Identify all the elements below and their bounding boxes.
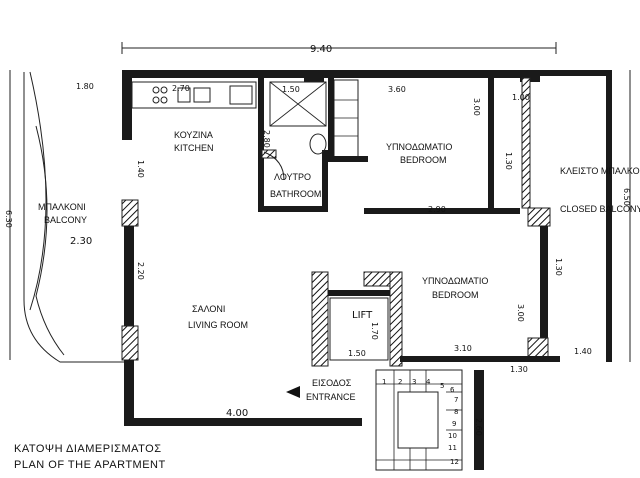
dim-left-height: 6.30 [4,210,13,228]
kitchen-label-en: KITCHEN [174,143,214,153]
bedroom2-label-en: BEDROOM [432,290,479,300]
dim-stair-width: 2.60 [474,418,483,436]
stair-step-5: 5 [440,382,444,390]
balcony-label-en: BALCONY [44,215,87,225]
dim-closed-balcony-top: 1.00 [512,93,530,102]
dim-bedroom1-width: 3.60 [388,85,406,94]
kitchen-counter [131,81,257,109]
dim-living-height: 2.20 [136,262,145,280]
stair-step-7: 7 [454,396,458,404]
dim-bedroom1-bottom: 2.90 [428,205,446,214]
dim-corner-small: 1.30 [510,365,528,374]
exterior-walls [121,70,612,426]
bedroom1-label-en: BEDROOM [400,155,447,165]
bathroom-walls [258,78,328,212]
dim-bedroom2-bottom: 3.10 [454,344,472,353]
dim-closed-balcony-mid: 1.30 [504,152,513,170]
dim-kitchen-counter: 2.70 [172,84,190,93]
dim-bedroom2-height: 3.00 [516,304,525,322]
dim-bedroom2-window: 1.30 [554,258,563,276]
closed-balcony-label-gr: ΚΛΕΙΣΤΟ ΜΠΑΛΚΟΝΙ [560,166,640,176]
stair-step-3: 3 [412,378,416,386]
wardrobe [328,78,368,162]
dim-bath-top: 1.50 [282,85,300,94]
closed-balcony-label-en: CLOSED BALCONY [560,204,640,214]
kitchen-label-gr: ΚΟΥΖΙΝΑ [174,130,213,140]
lift-label: LIFT [352,310,373,321]
balcony-label-gr: ΜΠΑΛΚΟΝΙ [38,202,86,212]
dim-right-height: 6.50 [622,188,631,206]
dim-top-total: 9.40 [310,44,332,55]
stair-step-1: 1 [382,378,386,386]
dim-closed-balcony-bottom: 1.40 [574,347,592,356]
dim-balcony-width: 1.80 [76,82,94,91]
entrance-label-en: ENTRANCE [306,392,356,402]
balcony-outline [23,71,124,363]
stair-step-9: 9 [452,420,456,428]
dim-lift-depth: 1.70 [370,322,379,340]
dim-bedroom1-height: 3.00 [472,98,481,116]
stair-step-12: 12 [450,458,459,466]
stair-step-8: 8 [454,408,458,416]
stair-step-2: 2 [398,378,402,386]
bathroom-label-gr: ΛΟΥΤΡΟ [274,172,311,182]
plan-title-gr: ΚΑΤΟΨΗ ΔΙΑΜΕΡΙΣΜΑΤΟΣ [14,443,162,455]
stair-step-11: 11 [448,444,457,452]
bathroom-label-en: BATHROOM [270,189,321,199]
stair-step-6: 6 [450,386,455,394]
dim-balcony-depth: 2.30 [70,236,92,247]
bedroom2-label-gr: ΥΠΝΟΔΩΜΑΤΙΟ [422,276,488,286]
top-dimension-line [121,42,557,54]
stair-step-4: 4 [426,378,431,386]
dim-bath-height: 2.80 [262,130,271,148]
staircase [375,369,484,471]
living-label-en: LIVING ROOM [188,320,248,330]
dim-kitchen-height: 1.40 [136,160,145,178]
living-label-gr: ΣΑΛΟΝΙ [192,304,225,314]
lift-shaft [311,271,528,367]
dim-living-bottom: 4.00 [226,408,248,419]
entrance-arrow [286,386,300,398]
stair-step-numbers: 1 2 3 4 5 6 7 8 9 10 11 12 [382,378,459,466]
entrance-label-gr: ΕΙΣΟΔΟΣ [312,378,352,388]
interior-walls [364,77,560,362]
stair-step-10: 10 [448,432,457,440]
dim-lift-width: 1.50 [348,349,366,358]
bedroom1-label-gr: ΥΠΝΟΔΩΜΑΤΙΟ [386,142,452,152]
plan-title-en: PLAN OF THE APARTMENT [14,459,166,471]
